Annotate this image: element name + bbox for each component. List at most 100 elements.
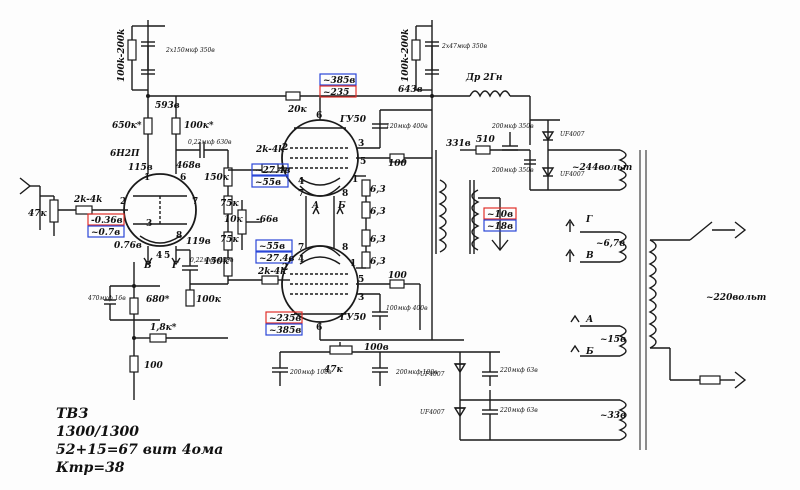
label-lower-tube: ГУ50 — [339, 313, 367, 323]
pin-driver-2: 2 — [120, 197, 126, 207]
label-r100k-left: 100k-200k — [117, 29, 127, 82]
resistor-r1-8k — [149, 333, 167, 343]
label-r510: 510 — [476, 135, 496, 145]
voltage-top-b: ~235 — [323, 88, 349, 98]
resistor-r20k — [285, 91, 301, 101]
label-driver-V: В — [143, 261, 152, 271]
pin-driver-5: 5 — [164, 251, 170, 261]
label-r6-3-c: 6,3 — [370, 235, 386, 245]
diode-lower — [541, 167, 555, 178]
pin-upper-8: 8 — [342, 189, 348, 199]
voltage-output-red: ~10в — [487, 210, 513, 220]
ht-rail-left — [127, 20, 290, 98]
voltage-lower-grid-1: ~55в — [259, 242, 285, 252]
label-cap-bias-2: 200мкф 100в — [395, 369, 438, 376]
label-r1-8k: 1,8к* — [150, 323, 177, 333]
label-593v: 593в — [155, 101, 180, 111]
pin-driver-8: 8 — [176, 231, 182, 241]
label-cap-g2-upper: 120мкф 400в — [386, 123, 428, 130]
resistor-r2k4k-input — [75, 205, 93, 215]
screen-grid-network — [356, 109, 432, 330]
label-pin-B: Б — [585, 347, 594, 357]
resistor-r6-3-c — [361, 229, 371, 247]
label-r47k-bias: 47к — [324, 365, 344, 375]
label-468v: 468в — [176, 161, 201, 171]
resistor-r100k-bottom — [185, 289, 195, 307]
bias-supply — [272, 342, 500, 440]
potentiometer-r47k-bias — [329, 345, 353, 355]
resistor-r680 — [129, 297, 139, 315]
bias-winding-33v — [618, 399, 627, 441]
label-choke: Др 2Гн — [465, 73, 503, 83]
output-transformer-primary — [438, 179, 447, 253]
label-33v: ~33в — [600, 411, 626, 421]
label-15v: ~15в — [600, 335, 626, 345]
ht-rail-right — [285, 20, 531, 145]
label-r100k-plate: 100к* — [184, 121, 214, 131]
label-r10k: 10к — [224, 215, 244, 225]
power-transformer — [460, 150, 747, 450]
label-r680: 680* — [146, 295, 170, 305]
label-pin-G: Г — [585, 215, 593, 225]
pin-lower-2: 2 — [282, 263, 288, 273]
label-r2k4k-lower: 2k-4k — [257, 267, 286, 277]
filament-links — [299, 185, 344, 257]
resistor-r100k-right — [411, 39, 421, 61]
label-cap-psu-b: 200мкф 350в — [491, 167, 534, 174]
label-diode-d: UF4007 — [420, 409, 445, 416]
label-cap-470: 470мкф 16в — [87, 295, 126, 302]
output-transformer-secondary — [471, 189, 480, 251]
label-r150k-upper: 150к — [204, 173, 230, 183]
pin-lower-5: 5 — [358, 275, 364, 285]
resistor-r100-cathode — [129, 355, 139, 373]
label-r100k-bottom: 100к — [196, 295, 222, 305]
choke-symbol — [469, 90, 511, 98]
label-r75k-upper: 75к — [220, 199, 240, 209]
resistor-r100k-left — [127, 39, 137, 61]
voltage-upper-grid-2: ~55в — [255, 178, 281, 188]
cathode-network — [104, 262, 228, 400]
resistor-r6-3-d — [361, 251, 371, 269]
label-cap-neg-1: 220мкф 63в — [499, 367, 538, 374]
pin-upper-1: 1 — [352, 175, 358, 185]
label-r75k-lower: 75к — [220, 235, 240, 245]
label-r6-3-b: 6,3 — [370, 207, 386, 217]
label-r2k4k-input: 2k-4k — [73, 195, 102, 205]
pin-upper-2: 2 — [282, 143, 288, 153]
label-cap-bias-1: 200мкф 100в — [289, 369, 332, 376]
label-r20k: 20к — [287, 105, 308, 115]
resistor-r100-g2-lower — [389, 279, 405, 289]
pin-upper-7: 7 — [298, 189, 304, 199]
title-line-2: 1300/1300 — [56, 424, 139, 440]
pin-lower-4: 4 — [298, 255, 304, 265]
label-076v: 0.76в — [114, 241, 142, 251]
label-r6-3-a: 6,3 — [370, 185, 386, 195]
resistor-r6-3-b — [361, 201, 371, 219]
label-115v: 115в — [128, 163, 153, 173]
label-r47k-input: 47к — [28, 209, 48, 219]
label-r100-cathode: 100 — [144, 361, 164, 371]
label-cap-022-upper: 0,22мкф 630в — [188, 139, 232, 146]
label-cap-022-lower: 0,22мкф 630в — [190, 257, 234, 264]
label-643v: 643в — [398, 85, 423, 95]
pin-driver-1: 1 — [144, 173, 150, 183]
label-tube-A: А — [311, 201, 319, 211]
pin-lower-7: 7 — [298, 243, 304, 253]
label-100v: 100в — [364, 343, 389, 353]
pin-upper-5: 5 — [360, 157, 366, 167]
filament-winding-6v7 — [618, 231, 627, 263]
voltage-lower-tube-red: ~235в — [269, 314, 301, 324]
voltage-lower-tube-blue: ~385в — [269, 326, 301, 336]
label-pin-V: В — [585, 251, 594, 261]
pin-lower-1: 1 — [350, 259, 356, 269]
pin-lower-8: 8 — [342, 243, 348, 253]
label-r2k4k-upper: 2k-4k — [255, 145, 284, 155]
power-transformer-winding-244 — [618, 149, 627, 191]
diode-upper — [541, 131, 555, 142]
resistor-r100k-plate — [171, 117, 181, 135]
label-diode-b: UF4007 — [560, 171, 585, 178]
label-119v: 119в — [186, 237, 211, 247]
title-line-3: 52+15=67 вит 4ома — [56, 442, 223, 458]
label-pin-A: А — [585, 315, 593, 325]
